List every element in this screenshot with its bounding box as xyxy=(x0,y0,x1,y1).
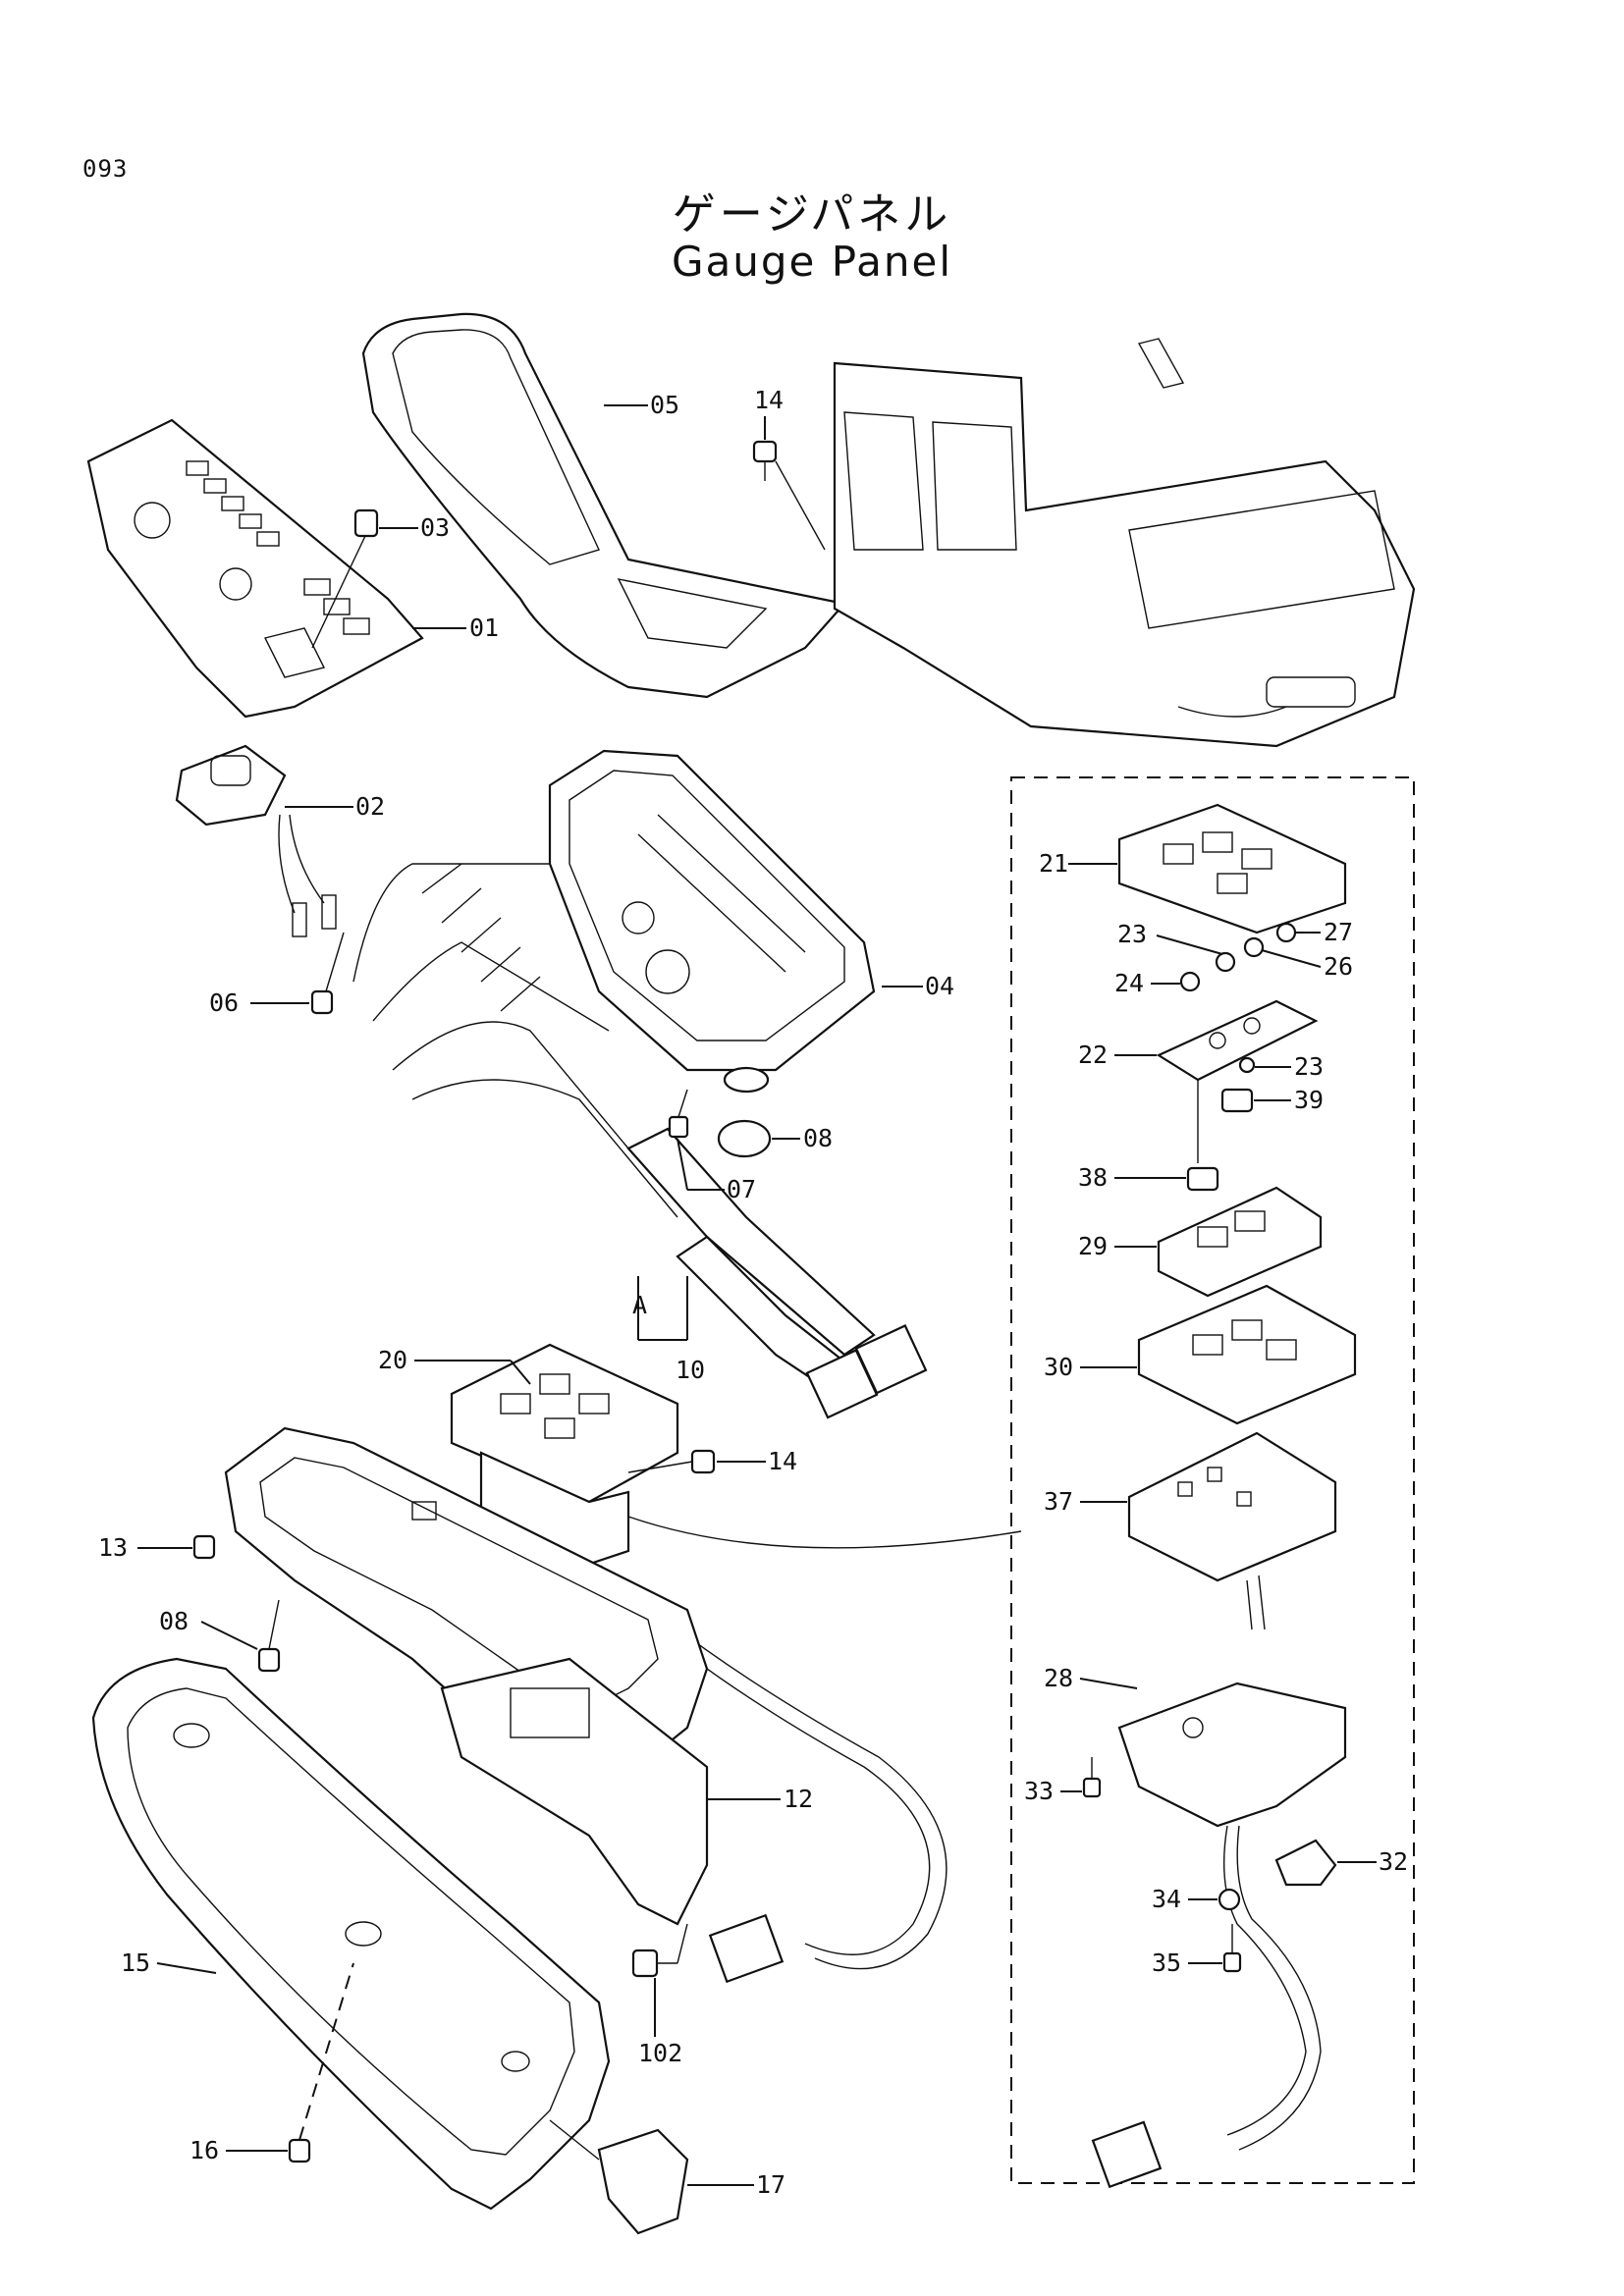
callout-37: 37 xyxy=(1044,1487,1073,1516)
part-07-screw xyxy=(668,1089,689,1139)
callout-05: 05 xyxy=(650,391,679,419)
callout-39: 39 xyxy=(1294,1086,1324,1114)
callout-27: 27 xyxy=(1324,918,1353,946)
callout-09: 08 xyxy=(803,1124,833,1152)
part-16-screw xyxy=(288,1962,354,2163)
callout-28: 29 xyxy=(1078,1232,1108,1260)
part-37-pcb xyxy=(1127,1431,1337,1630)
letter-mark-A: A xyxy=(632,1291,647,1319)
callout-02: 02 xyxy=(355,792,385,821)
part-14-screw-mid xyxy=(627,1449,716,1474)
callout-24: 24 xyxy=(1114,969,1144,997)
part-13-screw xyxy=(192,1534,216,1560)
part-24-knob xyxy=(1179,971,1201,992)
callout-14-top: 14 xyxy=(754,386,784,414)
callout-21: 21 xyxy=(1039,849,1068,878)
part-32-connector xyxy=(1274,1839,1337,1887)
callout-34: 35 xyxy=(1152,1949,1181,1977)
part-22-board xyxy=(1156,999,1319,1082)
callout-20: 20 xyxy=(378,1346,407,1374)
callout-29: 28 xyxy=(1044,1664,1073,1692)
callout-06: 06 xyxy=(209,988,239,1017)
part-30-case-top xyxy=(1137,1284,1357,1425)
callout-23: 23 xyxy=(1294,1052,1324,1081)
part-04-meter-case xyxy=(548,749,876,1094)
callout-15: 15 xyxy=(121,1949,150,1977)
callout-25: 23 xyxy=(1117,920,1147,948)
part-01-gauge-plate xyxy=(86,418,424,719)
part-26-knob xyxy=(1243,936,1265,958)
callout-10: 10 xyxy=(676,1356,705,1384)
callout-16: 16 xyxy=(189,2136,219,2164)
callout-38: 38 xyxy=(1078,1163,1108,1192)
callout-08: 08 xyxy=(159,1607,189,1635)
part-28-rubber-sheet xyxy=(1157,1186,1323,1298)
part-08-screw xyxy=(257,1599,281,1673)
part-09-cap xyxy=(717,1119,772,1158)
part-29-case-bottom xyxy=(1117,1682,1347,1828)
callout-03: 03 xyxy=(420,513,450,542)
part-34-screw xyxy=(1222,1924,1242,1973)
part-15-lower-cover xyxy=(91,1657,611,2211)
part-05-panel-cover xyxy=(361,312,847,699)
part-27-knob xyxy=(1275,922,1297,943)
callout-17: 17 xyxy=(756,2170,785,2199)
wiring-harness xyxy=(352,863,928,1419)
callout-01: 01 xyxy=(469,614,499,642)
page-number: 093 xyxy=(82,155,129,183)
cable-to-detail xyxy=(627,1516,1022,1549)
part-38-pad xyxy=(1186,1166,1219,1192)
callout-32: 32 xyxy=(1379,1847,1408,1876)
part-102-screw xyxy=(631,1923,688,1978)
part-06-screw xyxy=(310,932,345,1015)
part-23-led xyxy=(1238,1056,1256,1074)
callout-07: 07 xyxy=(727,1175,756,1203)
part-25-knob xyxy=(1215,951,1236,973)
callout-22: 22 xyxy=(1078,1041,1108,1069)
callout-12: 12 xyxy=(784,1785,813,1813)
excavator-illustration xyxy=(833,338,1416,748)
callout-102: 102 xyxy=(638,2039,682,2067)
detail-box xyxy=(1010,776,1415,2184)
part-33-clamp-harness xyxy=(1091,1825,1322,2189)
part-21-switch-panel xyxy=(1117,803,1347,934)
callout-30: 30 xyxy=(1044,1353,1073,1381)
callout-04: 04 xyxy=(925,972,954,1000)
title-english: Gauge Panel xyxy=(671,238,953,286)
part-02-switch xyxy=(175,744,337,937)
part-39-pad xyxy=(1220,1088,1254,1113)
callout-33: 34 xyxy=(1152,1885,1181,1913)
callout-26: 26 xyxy=(1324,952,1353,981)
callout-14-mid: 14 xyxy=(768,1447,797,1475)
connector-mid xyxy=(708,1913,785,1984)
part-12-bracket xyxy=(224,1426,709,1926)
part-35-screw xyxy=(1082,1757,1102,1798)
part-03-screw xyxy=(311,508,379,649)
title-japanese: ゲージパネル xyxy=(672,189,952,240)
callout-35: 33 xyxy=(1024,1777,1054,1805)
callout-13: 13 xyxy=(98,1533,128,1562)
part-17-cap xyxy=(549,2119,689,2235)
part-14-screw-top xyxy=(752,440,826,551)
